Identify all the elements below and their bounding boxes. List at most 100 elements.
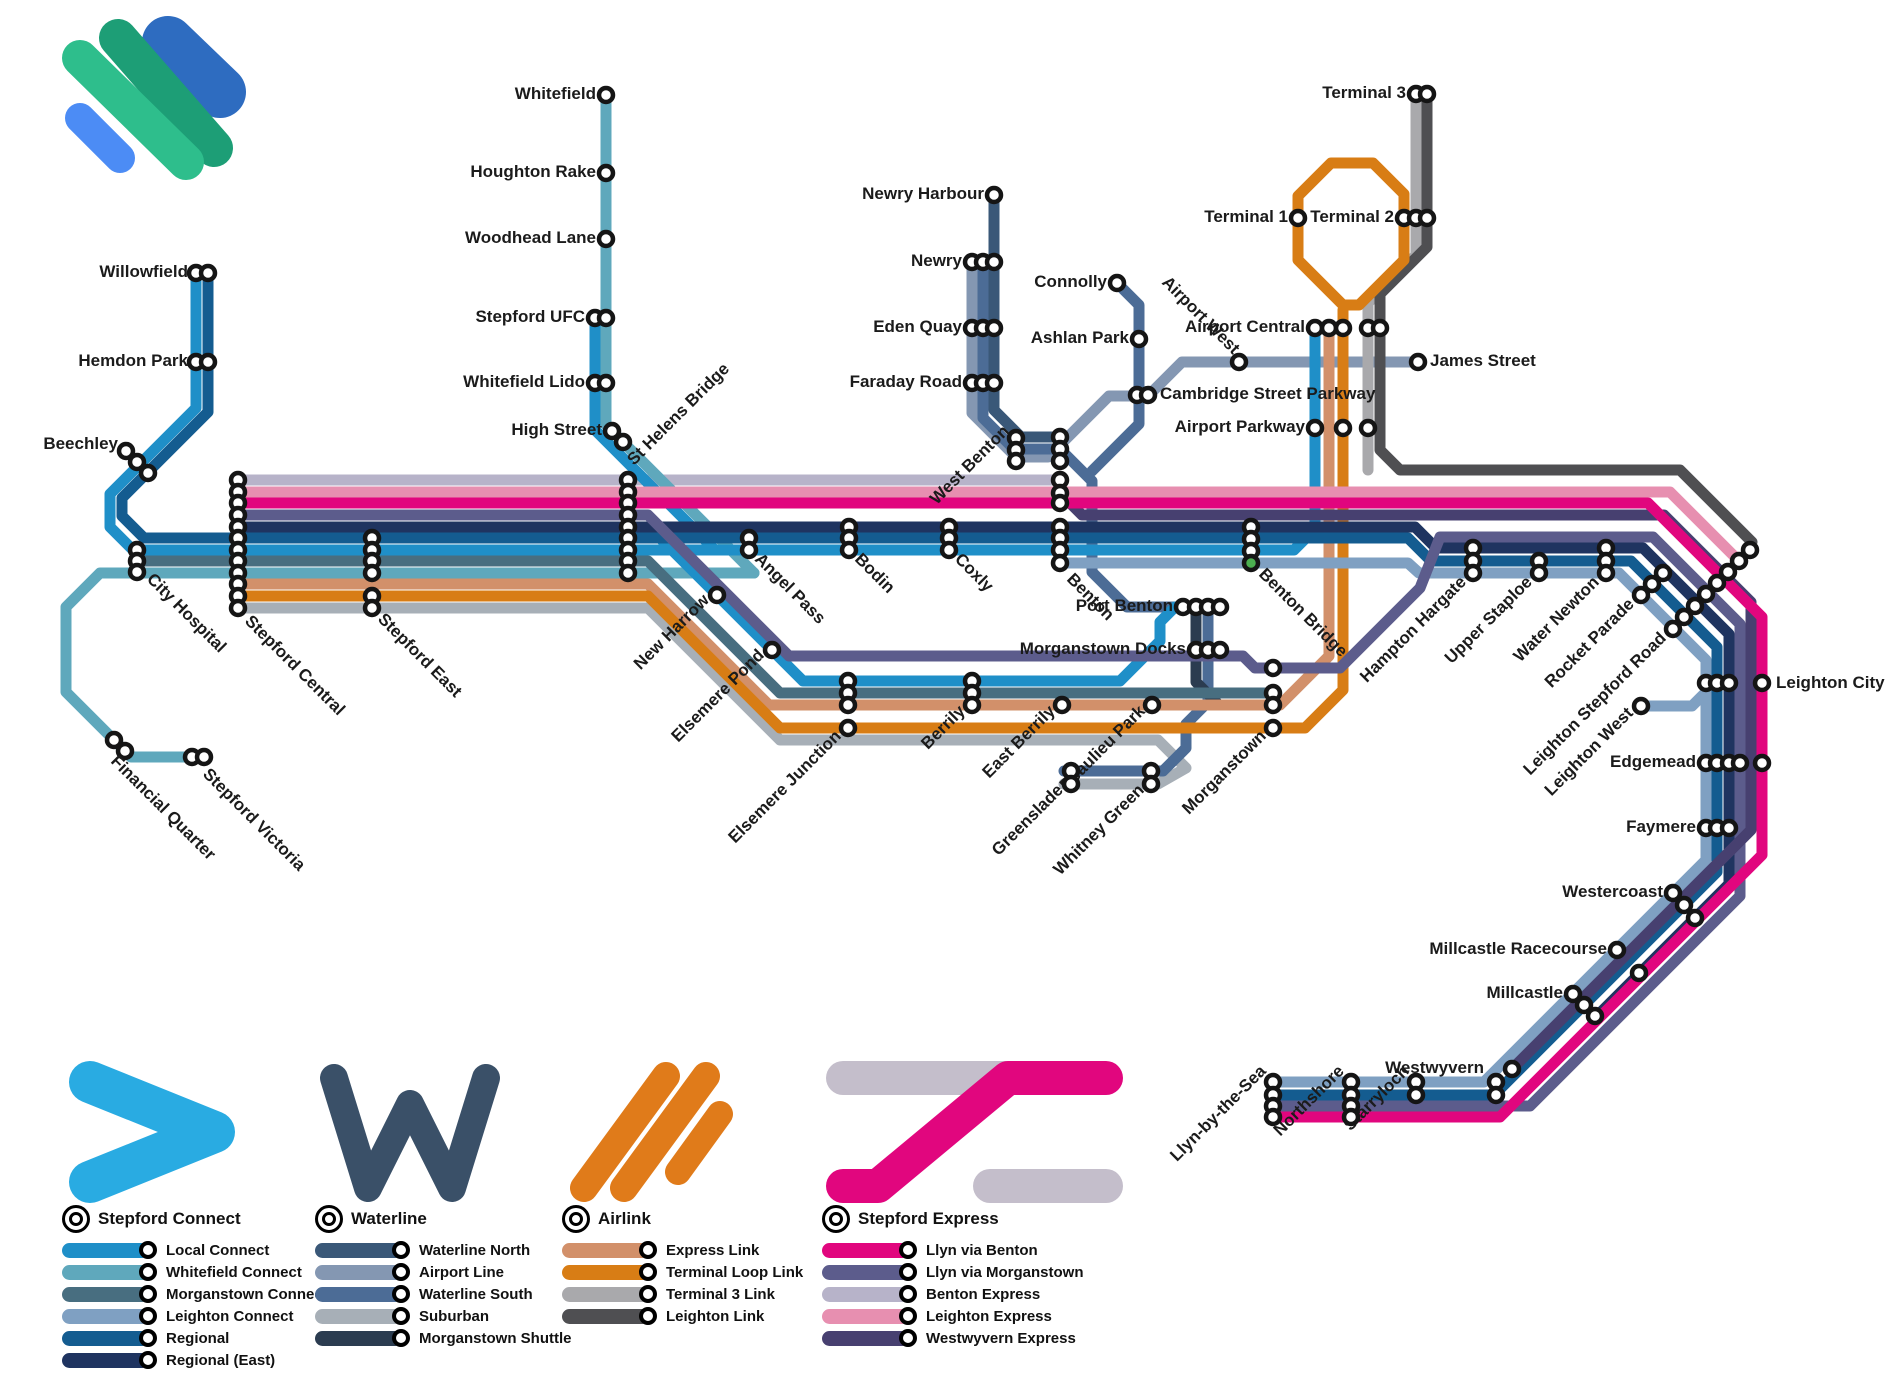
station-ashlan-park[interactable]: Ashlan Park xyxy=(1031,328,1149,349)
station-dot[interactable] xyxy=(1685,596,1705,616)
station-dot[interactable] xyxy=(596,85,616,105)
station-dot[interactable] xyxy=(1674,607,1694,627)
station-dot[interactable] xyxy=(1341,1107,1361,1127)
station-dot[interactable] xyxy=(1663,619,1683,639)
station-dot[interactable] xyxy=(1585,1006,1605,1026)
station-dot[interactable] xyxy=(596,373,616,393)
line-waterline-north[interactable] xyxy=(988,189,1066,443)
line-local-branch[interactable] xyxy=(589,312,719,554)
station-dot[interactable] xyxy=(1417,208,1437,228)
station-dot[interactable] xyxy=(1574,995,1594,1015)
station-millcastle[interactable]: Millcastle xyxy=(1486,983,1605,1026)
line-leighton-link[interactable] xyxy=(1374,88,1758,548)
station-dot[interactable] xyxy=(1142,695,1162,715)
station-dot[interactable] xyxy=(1719,673,1739,693)
station-llyn-by-the-sea[interactable]: Llyn-by-the-Sea xyxy=(1166,1061,1283,1165)
line-terminal-loop[interactable] xyxy=(232,304,1349,734)
station-airport-parkway[interactable]: Airport Parkway xyxy=(1175,417,1378,438)
station-dot[interactable] xyxy=(1663,883,1683,903)
station-dot[interactable] xyxy=(127,562,147,582)
station-dot[interactable] xyxy=(596,229,616,249)
station-dot[interactable] xyxy=(939,540,959,560)
station-dot[interactable] xyxy=(1730,753,1750,773)
station-westercoast[interactable]: Westercoast xyxy=(1562,882,1705,928)
station-leighton-city[interactable]: Leighton City xyxy=(1696,673,1885,693)
station-dot[interactable] xyxy=(838,718,858,738)
station-dot[interactable] xyxy=(1052,695,1072,715)
station-dot[interactable] xyxy=(1463,563,1483,583)
station-dot[interactable] xyxy=(1050,493,1070,513)
line-llyn-morganstown[interactable] xyxy=(232,509,1746,1112)
station-dot[interactable] xyxy=(1529,563,1549,583)
station-millcastle-racecourse[interactable]: Millcastle Racecourse xyxy=(1429,939,1649,983)
station-dot[interactable] xyxy=(618,563,638,583)
station-westwyvern[interactable]: Westwyvern xyxy=(1385,1058,1522,1105)
station-dot[interactable] xyxy=(1719,818,1739,838)
station-rocket-parade[interactable]: Rocket Parade xyxy=(1541,563,1673,691)
station-terminal-2[interactable]: Terminal 2 xyxy=(1310,207,1437,228)
station-dot[interactable] xyxy=(104,730,124,750)
line-llyn-benton[interactable] xyxy=(232,497,1768,1123)
station-dot[interactable] xyxy=(1740,540,1760,560)
station-dot[interactable] xyxy=(1486,1085,1506,1105)
station-dot[interactable] xyxy=(1631,696,1651,716)
station-whitefield-lido[interactable]: Whitefield Lido xyxy=(463,372,616,393)
station-greenslade[interactable]: Greenslade xyxy=(988,761,1081,859)
station-dot[interactable] xyxy=(1674,895,1694,915)
line-leighton-connect[interactable] xyxy=(1054,557,1712,1088)
station-stepford-ufc[interactable]: Stepford UFC xyxy=(475,307,616,328)
station-dot[interactable] xyxy=(1263,718,1283,738)
station-dot[interactable] xyxy=(116,441,136,461)
station-dot[interactable] xyxy=(194,747,214,767)
station-dot[interactable] xyxy=(1050,553,1070,573)
station-dot[interactable] xyxy=(1563,984,1583,1004)
station-faraday-road[interactable]: Faraday Road xyxy=(850,372,1004,393)
station-dot[interactable] xyxy=(1210,597,1230,617)
station-dot[interactable] xyxy=(1006,451,1026,471)
station-houghton-rake[interactable]: Houghton Rake xyxy=(470,162,616,183)
station-dot[interactable] xyxy=(962,695,982,715)
station-dot[interactable] xyxy=(1408,352,1428,372)
station-dot[interactable] xyxy=(596,163,616,183)
station-dot[interactable] xyxy=(1653,563,1673,583)
station-beechley[interactable]: Beechley xyxy=(43,434,158,483)
station-dot[interactable] xyxy=(1210,640,1230,660)
station-dot[interactable] xyxy=(1696,584,1716,604)
station-dot[interactable] xyxy=(984,185,1004,205)
station-terminal-1[interactable]: Terminal 1 xyxy=(1204,207,1308,228)
station-dot[interactable] xyxy=(1288,208,1308,228)
station-dot[interactable] xyxy=(362,598,382,618)
station-dot[interactable] xyxy=(984,373,1004,393)
station-dot[interactable] xyxy=(1333,418,1353,438)
line-express-link[interactable] xyxy=(232,322,1335,711)
station-whitefield[interactable]: Whitefield xyxy=(515,84,616,105)
line-leighton-west-spur[interactable] xyxy=(1635,686,1712,712)
station-cambridge-street-parkway[interactable]: Cambridge Street Parkway xyxy=(1127,384,1376,405)
station-dot[interactable] xyxy=(1642,574,1662,594)
line-morganstown-connect[interactable] xyxy=(134,555,1279,699)
station-dot-accessible[interactable] xyxy=(1241,553,1261,573)
station-dot[interactable] xyxy=(838,695,858,715)
station-dot[interactable] xyxy=(1263,658,1283,678)
station-dot[interactable] xyxy=(1050,451,1070,471)
station-dot[interactable] xyxy=(127,452,147,472)
station-hemdon-park[interactable]: Hemdon Park xyxy=(78,351,218,372)
station-dot[interactable] xyxy=(1607,940,1627,960)
station-dot[interactable] xyxy=(1129,329,1149,349)
station-morganstown-docks[interactable]: Morganstown Docks xyxy=(1020,639,1230,660)
station-connolly[interactable]: Connolly xyxy=(1034,272,1127,293)
station-dot[interactable] xyxy=(1141,774,1161,794)
station-dot[interactable] xyxy=(1061,774,1081,794)
station-dot[interactable] xyxy=(1138,385,1158,405)
station-faymere[interactable]: Faymere xyxy=(1626,817,1739,838)
station-dot[interactable] xyxy=(1752,753,1772,773)
station-dot[interactable] xyxy=(138,463,158,483)
station-dot[interactable] xyxy=(596,308,616,328)
station-high-street[interactable]: High Street xyxy=(511,420,633,452)
station-dot[interactable] xyxy=(707,585,727,605)
station-dot[interactable] xyxy=(613,432,633,452)
station-dot[interactable] xyxy=(1263,695,1283,715)
station-dot[interactable] xyxy=(115,741,135,761)
station-dot[interactable] xyxy=(198,263,218,283)
station-port-benton[interactable]: Port Benton xyxy=(1076,596,1230,617)
